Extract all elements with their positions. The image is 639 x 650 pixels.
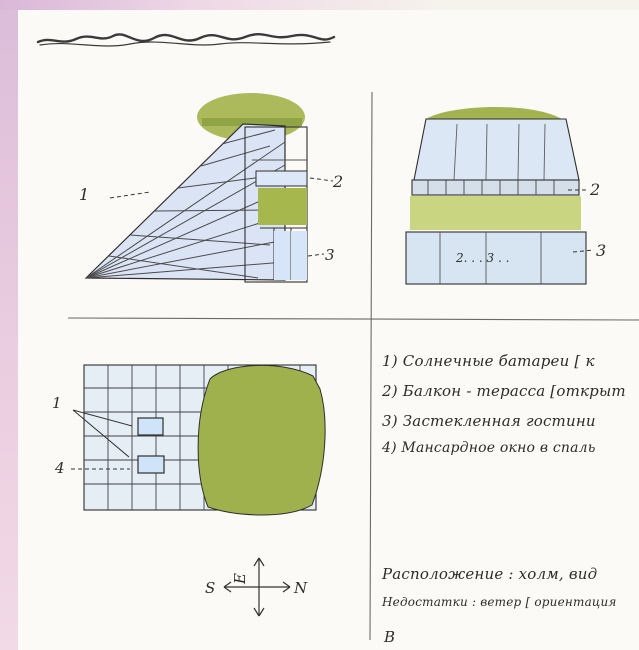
left-elevation-label-2: 2 xyxy=(332,172,343,191)
left-elevation-label-1: 1 xyxy=(79,185,89,204)
left-elevation xyxy=(84,93,334,283)
title-scribble xyxy=(36,32,336,47)
right-elevation-inner-labels: 2. . . 3 . . xyxy=(455,251,509,265)
right-elevation-label-2: 2 xyxy=(589,180,600,199)
right-elevation xyxy=(405,107,595,285)
note-line-4: 4) Мансардное окно в спаль xyxy=(382,440,596,456)
note-line-1: 1) Солнечные батареи [ к xyxy=(382,352,595,370)
compass-north: N xyxy=(293,579,308,597)
note-line-3: 3) Застекленная гостини xyxy=(382,412,596,430)
note-line-2: 2) Балкон - терасса [открыт xyxy=(382,382,626,400)
plan-view xyxy=(71,364,326,516)
top-edge-tint xyxy=(0,0,639,10)
left-elevation-label-3: 3 xyxy=(325,246,335,264)
right-elevation-label-3: 3 xyxy=(596,241,606,260)
compass xyxy=(223,557,291,617)
compass-south: S xyxy=(205,579,215,597)
plan-label-4: 4 xyxy=(54,459,65,477)
plan-label-1: 1 xyxy=(52,394,62,412)
footer-note-2: Недостатки : ветер [ ориентация xyxy=(382,595,617,609)
footer-note-1: Расположение : холм, вид xyxy=(382,565,598,583)
compass-east: E xyxy=(231,573,249,585)
left-edge-tint xyxy=(0,0,18,650)
footer-fragment: В xyxy=(384,628,396,646)
sheet-dividers xyxy=(67,91,639,641)
